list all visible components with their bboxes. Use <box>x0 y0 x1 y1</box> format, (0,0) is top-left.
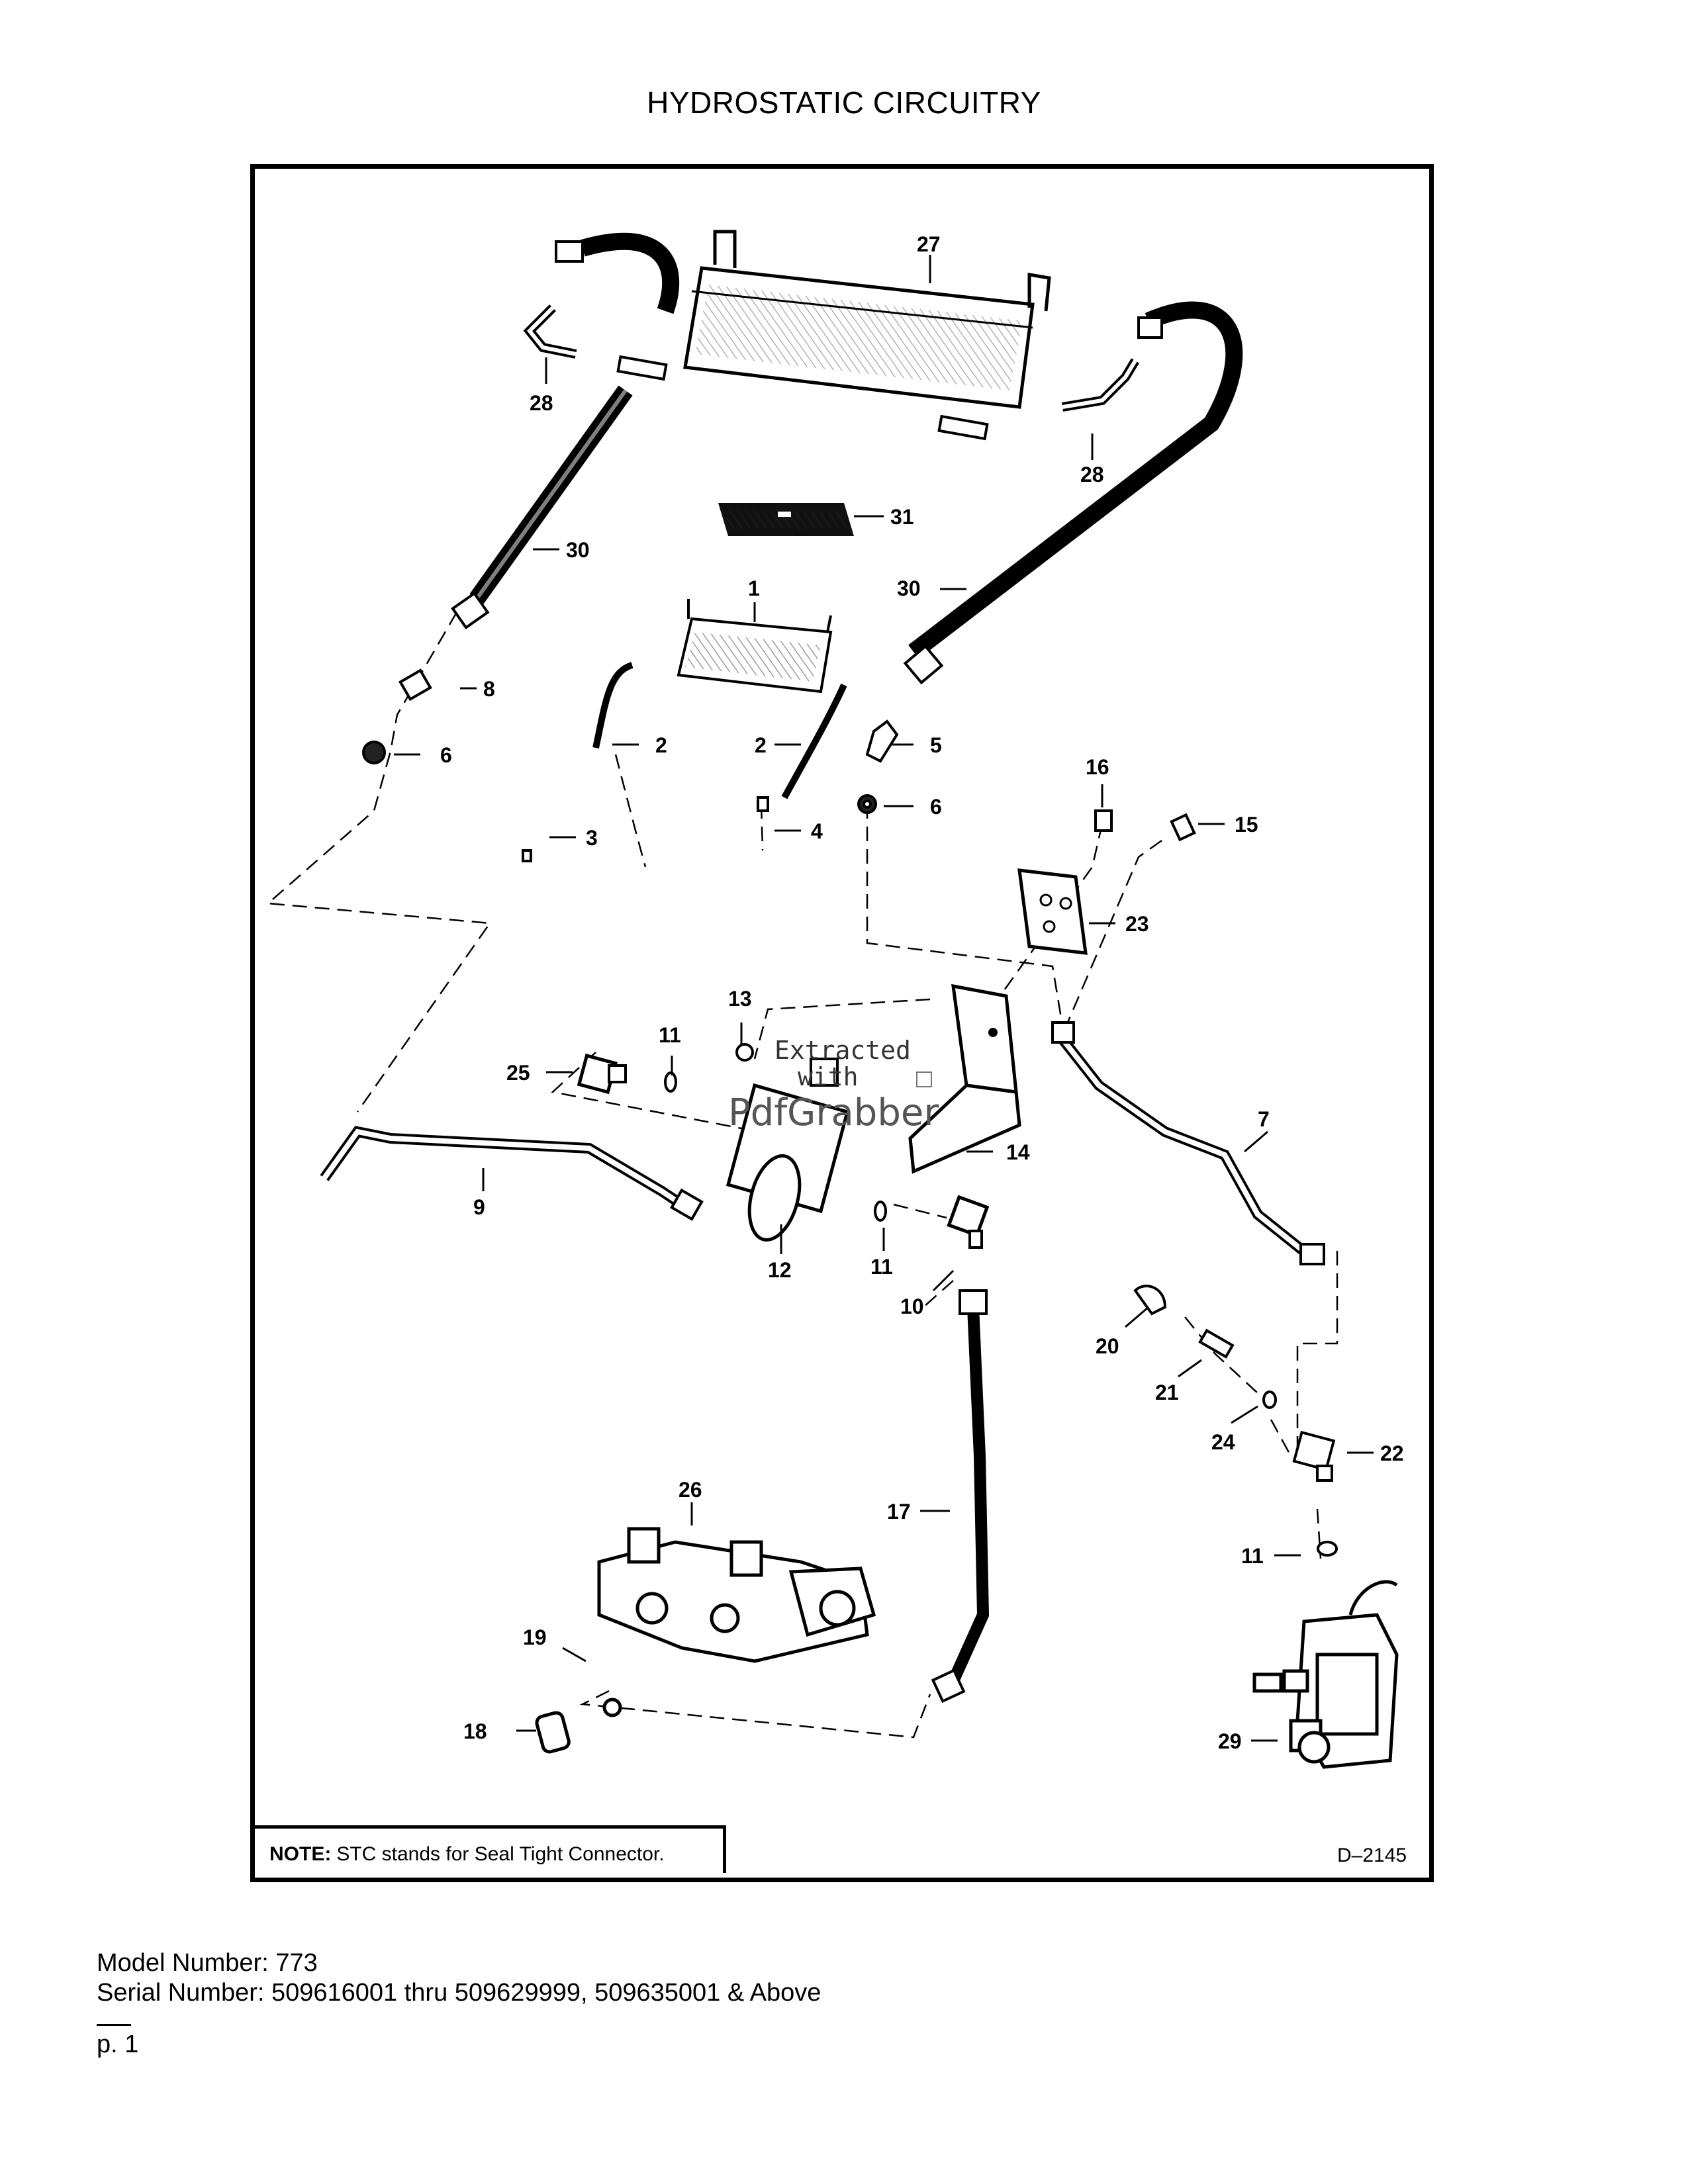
hose-30-right <box>903 301 1243 685</box>
dashed-routing-lines <box>265 612 1338 1739</box>
callout-11-mid: 11 <box>870 1255 893 1279</box>
diagram-frame <box>250 164 1434 1882</box>
callout-5: 5 <box>930 733 942 757</box>
fitting-10 <box>947 1195 990 1249</box>
callout-23: 23 <box>1125 912 1149 936</box>
control-valve-29 <box>1252 1580 1399 1769</box>
page-title: HYDROSTATIC CIRCUITRY <box>647 85 1041 120</box>
callout-6-right: 6 <box>930 795 942 819</box>
hose-2-right <box>781 683 847 799</box>
callout-15: 15 <box>1235 813 1258 837</box>
callout-6-left: 6 <box>440 743 452 767</box>
page-number-rule <box>97 2024 131 2026</box>
callout-7: 7 <box>1258 1107 1270 1131</box>
note-label: NOTE: <box>269 1843 332 1865</box>
callout-18: 18 <box>463 1719 487 1743</box>
watermark: Extracted with PdfGrabber <box>728 1036 939 1134</box>
callout-12: 12 <box>768 1258 792 1282</box>
callout-2-left: 2 <box>655 733 667 757</box>
callout-17: 17 <box>887 1500 911 1524</box>
callout-21: 21 <box>1155 1381 1179 1404</box>
oil-cooler-27 <box>616 230 1051 441</box>
callout-3: 3 <box>586 826 598 850</box>
callout-26: 26 <box>679 1478 702 1502</box>
leader-lines <box>394 255 1374 1742</box>
plate-23 <box>1017 868 1088 955</box>
fittings-20-24 <box>1133 1285 1338 1557</box>
serial-number: Serial Number: 509616001 thru 509629999,… <box>97 1979 821 2007</box>
filter-canister-12 <box>726 1058 850 1242</box>
callout-28-left: 28 <box>530 391 553 415</box>
watermark-brand: PdfGrabber <box>728 1091 939 1134</box>
callout-31: 31 <box>890 505 914 529</box>
callout-30-left: 30 <box>566 538 590 562</box>
callout-19: 19 <box>523 1625 547 1649</box>
callout-14: 14 <box>1006 1140 1030 1164</box>
watermark-line2: with <box>798 1062 859 1091</box>
callout-11-top: 11 <box>659 1023 681 1047</box>
hydrostatic-pump-26 <box>597 1527 876 1717</box>
callout-1: 1 <box>748 576 760 600</box>
watermark-line1: Extracted <box>774 1036 911 1065</box>
callout-2-right: 2 <box>755 733 767 757</box>
callout-29: 29 <box>1218 1729 1242 1753</box>
note-text: STC stands for Seal Tight Connector. <box>336 1843 665 1865</box>
hose-30-left <box>451 232 680 630</box>
callout-28-right: 28 <box>1080 463 1104 486</box>
callout-4: 4 <box>811 819 823 843</box>
callout-20: 20 <box>1096 1334 1119 1358</box>
filter-element-31 <box>718 503 854 536</box>
callout-24: 24 <box>1211 1430 1235 1454</box>
page-number: p. 1 <box>97 2030 139 2058</box>
callout-22: 22 <box>1380 1441 1404 1465</box>
callout-27: 27 <box>917 232 941 256</box>
callout-10: 10 <box>900 1295 924 1318</box>
callout-30-right: 30 <box>897 576 921 600</box>
small-cooler-1 <box>677 599 833 694</box>
callout-labels: 27 28 28 31 30 30 1 8 6 2 2 5 6 16 15 3 … <box>440 232 1404 1753</box>
callout-9: 9 <box>473 1195 485 1219</box>
callout-13: 13 <box>728 987 752 1011</box>
bracket-14 <box>908 983 1021 1174</box>
note-box: NOTE:STC stands for Seal Tight Connector… <box>255 1825 726 1873</box>
figure-code: D–2145 <box>1337 1844 1407 1866</box>
hose-17 <box>947 1306 990 1684</box>
callout-8: 8 <box>483 677 495 701</box>
tube-28-left <box>523 304 577 359</box>
hose-2-left <box>592 662 633 749</box>
plug-18 <box>535 1711 571 1754</box>
small-fittings <box>362 668 1196 1222</box>
model-number: Model Number: 773 <box>97 1949 318 1977</box>
callout-16: 16 <box>1086 755 1109 779</box>
callout-25: 25 <box>506 1061 530 1085</box>
fitting-25 <box>577 1053 627 1095</box>
callout-11-bottom: 11 <box>1241 1544 1264 1568</box>
